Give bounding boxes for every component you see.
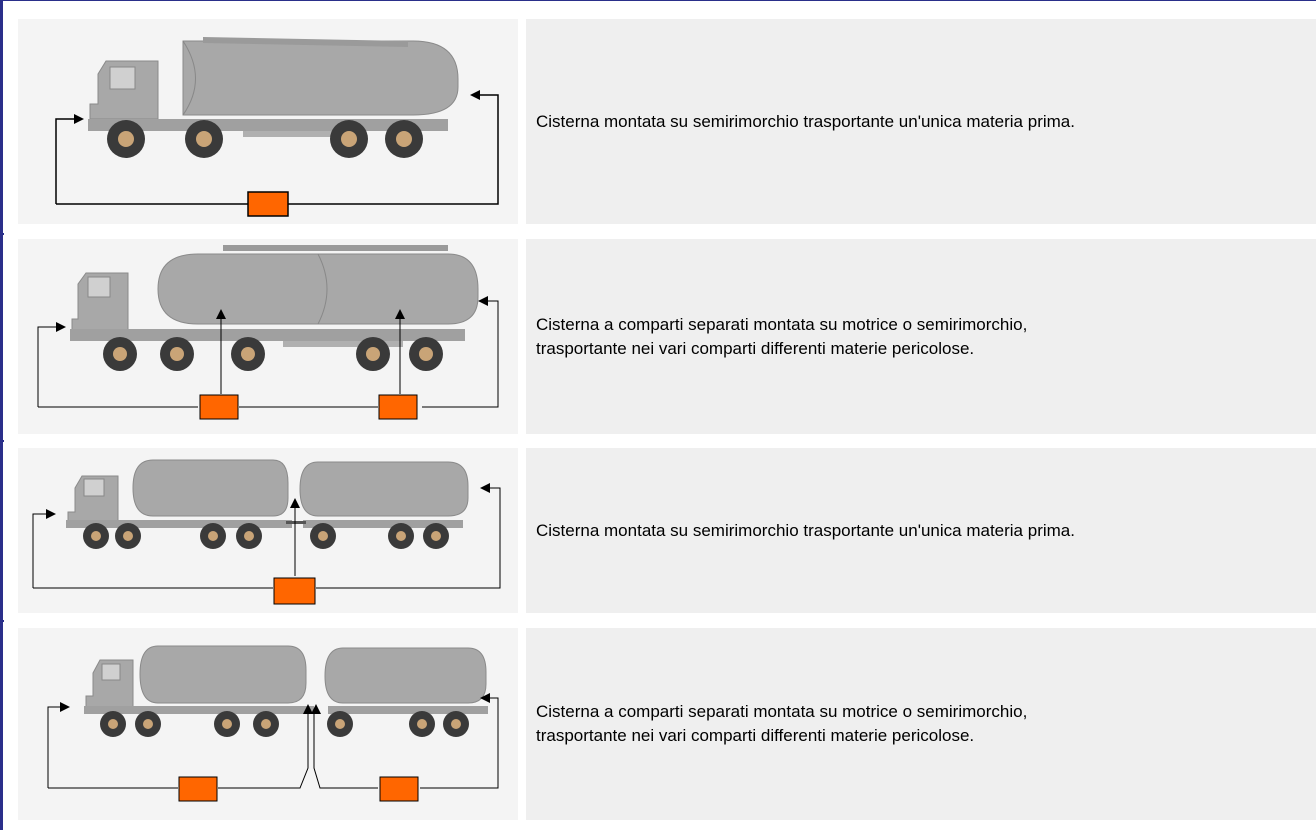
caption-text: Cisterna a comparti separati montata su … (536, 702, 1028, 745)
caption-text: Cisterna montata su semirimorchio traspo… (536, 111, 1075, 131)
caption-cell: Cisterna a comparti separati montata su … (526, 628, 1316, 820)
row-divider (0, 620, 4, 622)
tanker-truck-trailer-image (18, 448, 518, 613)
caption-cell: Cisterna a comparti separati montata su … (526, 239, 1316, 434)
table-row: Cisterna a comparti separati montata su … (5, 239, 1316, 434)
row-divider (0, 440, 4, 442)
table-row: Cisterna montata su semirimorchio traspo… (5, 448, 1316, 613)
caption-cell: Cisterna montata su semirimorchio traspo… (526, 19, 1316, 224)
table-row: Cisterna a comparti separati montata su … (5, 628, 1316, 820)
row-divider (0, 233, 4, 235)
caption-text: Cisterna a comparti separati montata su … (536, 314, 1028, 358)
tanker-truck-trailer-two-valves-image (18, 628, 518, 820)
table-row: Cisterna montata su semirimorchio traspo… (5, 19, 1316, 224)
tanker-semitrailer-image (18, 19, 518, 224)
caption-text: Cisterna montata su semirimorchio traspo… (536, 520, 1075, 540)
tanker-two-compartments-image (18, 239, 518, 434)
caption-cell: Cisterna montata su semirimorchio traspo… (526, 448, 1316, 613)
